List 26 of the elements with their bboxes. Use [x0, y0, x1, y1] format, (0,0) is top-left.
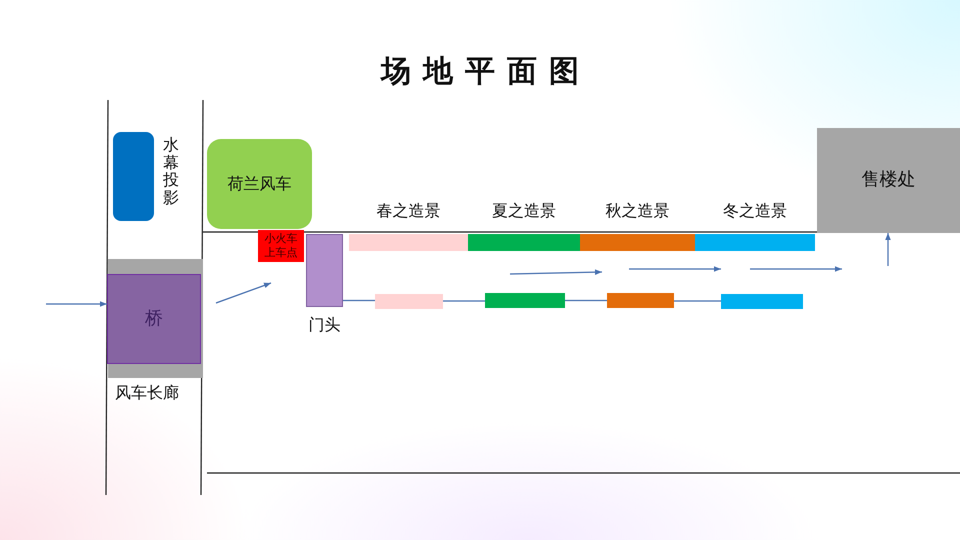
diagram-title: 场地平面图 — [379, 53, 591, 91]
connector-line — [343, 300, 375, 302]
area-label: 门头 — [308, 314, 340, 336]
windmill-area — [207, 139, 312, 229]
area-label: 桥 — [145, 306, 163, 331]
arrow — [885, 233, 891, 266]
area-label: 荷兰风车 — [228, 173, 292, 195]
scene-label: 夏之造景 — [492, 200, 556, 222]
scene-bar — [485, 293, 565, 308]
area-label: 水幕投影 — [163, 136, 179, 206]
bridge-block — [107, 274, 201, 364]
scene-label: 春之造景 — [376, 200, 440, 222]
boarding-point-marker — [258, 230, 304, 262]
connector-line — [565, 300, 607, 302]
connector-line — [443, 300, 485, 302]
connector-line — [674, 300, 721, 302]
area-label: 小火车上车点 — [264, 232, 298, 260]
scene-bar — [607, 293, 674, 308]
area-label: 风车长廊 — [115, 382, 179, 404]
sales-office-block — [817, 128, 960, 233]
scene-bar — [721, 294, 803, 309]
area-label: 售楼处 — [862, 168, 916, 192]
arrow — [46, 301, 107, 307]
scene-label: 秋之造景 — [606, 200, 670, 222]
scene-label: 冬之造景 — [723, 200, 787, 222]
scene-bar — [375, 294, 443, 309]
